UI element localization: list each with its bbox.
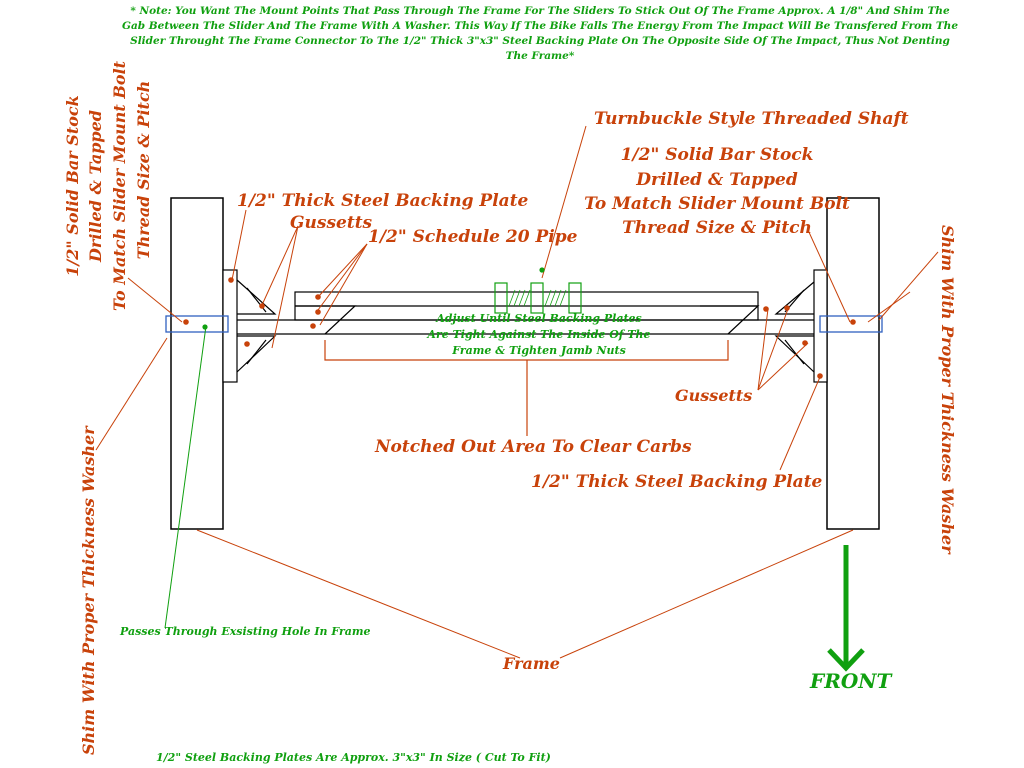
right-frame-rail xyxy=(826,197,880,530)
leader-dots xyxy=(183,277,856,379)
notch-bracket xyxy=(324,340,729,436)
adjust-label: Adjust Until Steel Backing Plates Are Ti… xyxy=(426,312,650,357)
front-arrow-icon xyxy=(827,545,865,672)
left-washer xyxy=(165,315,229,333)
front-label: FRONT xyxy=(809,669,894,693)
left-bar-stock-line: To Match Slider Mount Bolt xyxy=(110,60,129,311)
backing-plate-bottom-label: 1/2" Thick Steel Backing Plate xyxy=(531,472,823,492)
left-bar-stock-label: 1/2" Solid Bar Stock Drilled & Tapped To… xyxy=(63,60,153,311)
green-dots xyxy=(202,267,545,330)
right-gussets xyxy=(700,281,815,373)
leader-lines xyxy=(95,125,939,659)
shim-right-label: Shim With Proper Thickness Washer xyxy=(938,225,957,555)
right-washer xyxy=(819,315,883,333)
adjust-line: Adjust Until Steel Backing Plates xyxy=(435,312,642,325)
left-bar-stock-line: Thread Size & Pitch xyxy=(134,81,153,260)
plates-size-label: 1/2" Steel Backing Plates Are Approx. 3"… xyxy=(156,751,551,764)
lower-pipe xyxy=(237,319,814,335)
adjust-line: Are Tight Against The Inside Of The xyxy=(426,328,650,341)
right-bar-stock-line: To Match Slider Mount Bolt xyxy=(584,194,850,214)
left-frame-rail xyxy=(170,197,224,530)
turnbuckle-label: Turnbuckle Style Threaded Shaft xyxy=(594,109,909,129)
turnbuckle-shaft xyxy=(494,282,582,314)
passes-through-label: Passes Through Exsisting Hole In Frame xyxy=(119,625,371,638)
right-bar-stock-label: 1/2" Solid Bar Stock Drilled & Tapped To… xyxy=(584,145,850,238)
left-bar-stock-line: 1/2" Solid Bar Stock xyxy=(63,95,82,277)
notched-label: Notched Out Area To Clear Carbs xyxy=(374,437,692,457)
right-bar-stock-line: Thread Size & Pitch xyxy=(622,218,812,238)
gussetts-right-label: Gussetts xyxy=(675,386,752,405)
right-bar-stock-line: Drilled & Tapped xyxy=(635,170,798,190)
note-text: * Note: You Want The Mount Points That P… xyxy=(122,5,958,62)
green-leaders xyxy=(164,325,207,629)
schedule-pipe-label: 1/2" Schedule 20 Pipe xyxy=(368,227,578,247)
right-bar-stock-line: 1/2" Solid Bar Stock xyxy=(621,145,814,165)
frame-label: Frame xyxy=(502,654,560,673)
left-backing-plate xyxy=(222,269,238,383)
adjust-line: Frame & Tighten Jamb Nuts xyxy=(451,344,626,357)
backing-plate-top-label: 1/2" Thick Steel Backing Plate xyxy=(237,191,529,211)
left-bar-stock-line: Drilled & Tapped xyxy=(86,110,105,263)
shim-left-label: Shim With Proper Thickness Washer xyxy=(79,425,98,755)
gussetts-top-label: Gussetts xyxy=(290,213,373,233)
